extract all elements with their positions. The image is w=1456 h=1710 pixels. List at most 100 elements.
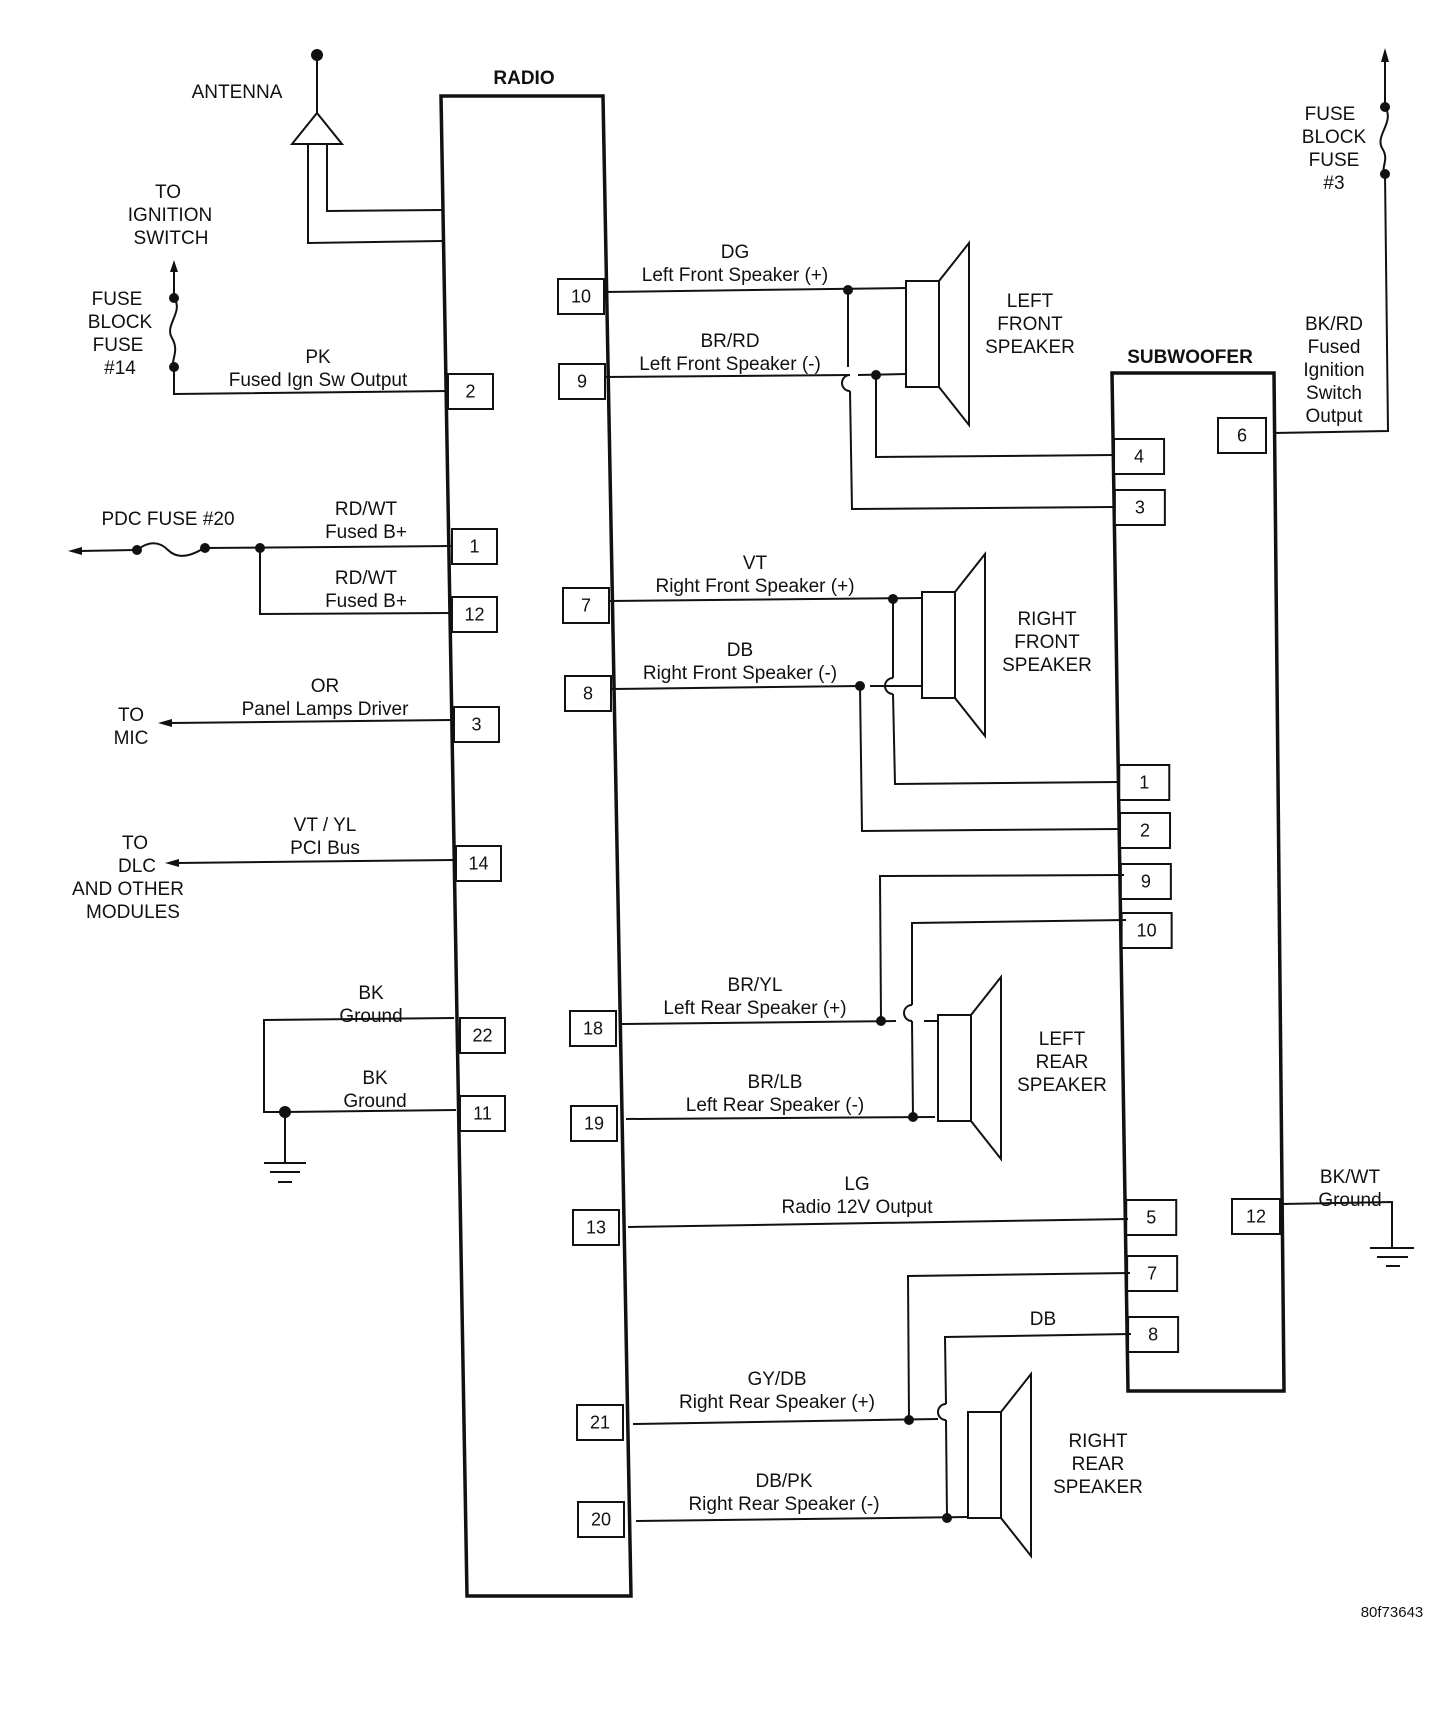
radio-pin-11: 11 xyxy=(459,1095,506,1132)
wire-function: Right Rear Speaker (+) xyxy=(679,1392,875,1413)
subwoofer-pin-6: 6 xyxy=(1217,417,1267,454)
ground-icon xyxy=(1370,1247,1414,1267)
speaker-icon xyxy=(937,974,1002,1162)
speaker-icon xyxy=(921,551,986,739)
wire-color: RD/WT xyxy=(335,499,398,520)
radio-ground-circuit xyxy=(263,1017,457,1183)
pin-number: 19 xyxy=(584,1114,604,1134)
radio-12v-wiring xyxy=(627,1218,1129,1228)
arrow-up-icon xyxy=(170,260,178,272)
speaker-label-line: RIGHT xyxy=(1017,609,1077,630)
speaker-icon xyxy=(967,1371,1032,1559)
pin-number: 21 xyxy=(590,1413,610,1433)
pin-number: 13 xyxy=(586,1218,606,1238)
wire-color: VT / YL xyxy=(294,815,357,836)
ignition-label-line1: TO xyxy=(155,182,181,203)
wire-function: Left Front Speaker (+) xyxy=(642,265,828,286)
fuse14-label-line4: #14 xyxy=(104,358,136,379)
pin-number: 9 xyxy=(577,372,587,392)
pin-number: 12 xyxy=(464,605,484,625)
radio-title: RADIO xyxy=(493,68,554,89)
pin-number: 10 xyxy=(571,287,591,307)
arrow-up-icon xyxy=(1381,48,1389,62)
ignition-label-line3: SWITCH xyxy=(134,228,209,249)
wire-function: Ground xyxy=(343,1091,406,1112)
wire-color: BK xyxy=(362,1068,388,1089)
wire-function: Panel Lamps Driver xyxy=(242,699,410,720)
pdc-fuse-label: PDC FUSE #20 xyxy=(101,509,234,530)
subwoofer-pin-12: 12 xyxy=(1231,1198,1281,1235)
pin-number: 11 xyxy=(473,1104,492,1124)
pin-number: 12 xyxy=(1246,1207,1266,1227)
dlc-circuit: TO DLC AND OTHER MODULES xyxy=(72,833,455,923)
wire-color: PK xyxy=(305,347,331,368)
wire-color: LG xyxy=(844,1174,869,1195)
wire-function: Left Rear Speaker (-) xyxy=(686,1095,864,1116)
wire-color: OR xyxy=(311,676,340,697)
radio-pin-2: 2 xyxy=(447,373,494,410)
subwoofer-title: SUBWOOFER xyxy=(1127,347,1253,368)
to-dlc-line2: DLC xyxy=(118,856,156,877)
wire-color: DB/PK xyxy=(755,1471,812,1492)
ignition-label-line2: IGNITION xyxy=(128,205,212,226)
wire-label-line: Ignition xyxy=(1303,360,1364,381)
pin-number: 2 xyxy=(1140,821,1150,841)
to-dlc-line4: MODULES xyxy=(86,902,180,923)
arrow-left-icon xyxy=(165,859,179,867)
wire-function: Radio 12V Output xyxy=(781,1197,933,1218)
wire-label-line: Switch xyxy=(1306,383,1362,404)
wire-color: BR/RD xyxy=(700,331,759,352)
fuse-3-circuit: FUSE BLOCK FUSE #3 xyxy=(1273,48,1390,434)
radio-pin-1: 1 xyxy=(451,528,498,565)
speaker-label-line: RIGHT xyxy=(1068,1431,1128,1452)
wire-function: Fused B+ xyxy=(325,591,407,612)
antenna-icon xyxy=(289,111,345,145)
pin-number: 9 xyxy=(1141,872,1151,892)
subwoofer-pin8-wire-label: DB xyxy=(1030,1309,1056,1330)
speaker-icon xyxy=(905,240,970,428)
right-rear-wiring: DB xyxy=(632,1272,1132,1523)
speaker-label-line: FRONT xyxy=(997,314,1063,335)
to-dlc-line1: TO xyxy=(122,833,148,854)
pin-number: 2 xyxy=(465,382,475,402)
left-rear-wiring xyxy=(621,874,1127,1122)
subwoofer-module: SUBWOOFER xyxy=(1110,347,1286,1393)
subwoofer-pin-9: 9 xyxy=(1119,863,1172,900)
speaker-label-line: FRONT xyxy=(1014,632,1080,653)
pdc-fuse-20-circuit: PDC FUSE #20 xyxy=(68,509,453,616)
left-front-wiring xyxy=(602,285,1115,511)
wire-label-line: BK/WT xyxy=(1320,1167,1381,1188)
pin-number: 20 xyxy=(591,1510,611,1530)
arrow-left-icon xyxy=(68,547,82,555)
wire-color: BR/LB xyxy=(748,1072,803,1093)
wire-label-line: BK/RD xyxy=(1305,314,1363,335)
radio-pin-10: 10 xyxy=(557,278,605,315)
speaker-label-line: SPEAKER xyxy=(1017,1075,1107,1096)
radio-pin-19: 19 xyxy=(570,1105,618,1142)
pin-number: 8 xyxy=(1148,1325,1158,1345)
radio-pin-9: 9 xyxy=(558,363,606,400)
pin-number: 7 xyxy=(1147,1264,1157,1284)
fuse3-label-line3: FUSE xyxy=(1309,150,1360,171)
speaker-label-line: REAR xyxy=(1072,1454,1125,1475)
wire-color: DG xyxy=(721,242,750,263)
fuse14-label-line2: BLOCK xyxy=(88,312,153,333)
pin-number: 18 xyxy=(583,1019,603,1039)
speakers: LEFTFRONTSPEAKERRIGHTFRONTSPEAKERLEFTREA… xyxy=(905,240,1143,1559)
wire-color: DB xyxy=(727,640,753,661)
